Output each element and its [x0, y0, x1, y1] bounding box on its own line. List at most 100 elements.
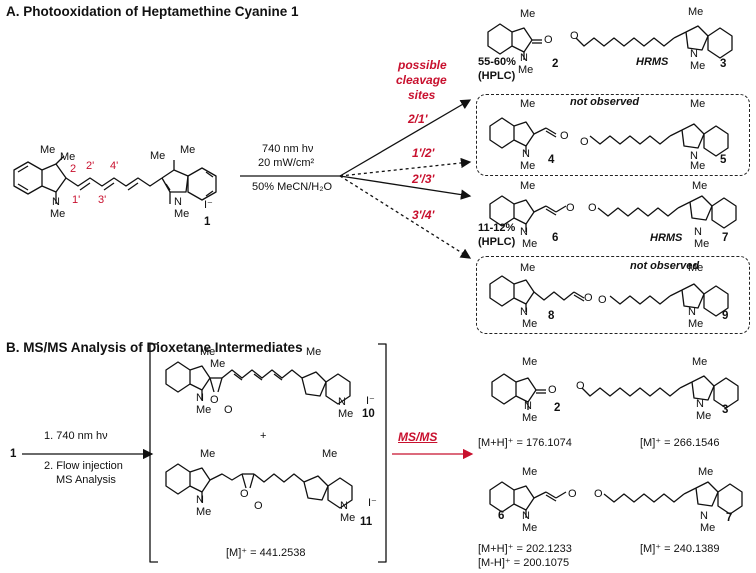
site-label: 2'/3': [412, 172, 435, 186]
compound-label-7: 7: [722, 232, 729, 244]
compound-label-3: 3: [722, 404, 729, 416]
me-label: Me: [340, 512, 356, 524]
n-plus-label: N: [174, 196, 182, 208]
mass-label: [M+H]⁺ = 202.1233: [478, 543, 572, 555]
product-6-structure: [489, 481, 567, 518]
not-observed-box-2: [476, 256, 750, 334]
site-label: 1'/2': [412, 146, 435, 160]
o-label: O: [570, 30, 579, 42]
me-label: Me: [150, 150, 166, 162]
o-label: O: [598, 294, 607, 306]
step-label: MS Analysis: [56, 474, 116, 486]
intermediate-mass: [M]⁺ = 441.2538: [226, 547, 306, 559]
mass-label: [M+H]⁺ = 176.1074: [478, 437, 572, 449]
compound-label-2: 2: [554, 402, 561, 414]
site-label: 2/1': [408, 112, 428, 126]
o-label: O: [210, 394, 219, 406]
product-2-structure: [487, 23, 542, 60]
n-plus-label: N: [340, 500, 348, 512]
possible-label: possible: [398, 58, 447, 72]
reaction-arrow-b: [22, 448, 154, 460]
iodide-label: I⁻: [204, 199, 213, 211]
compound-label-4: 4: [548, 154, 555, 166]
me-label: Me: [520, 262, 536, 274]
me-label: Me: [174, 208, 190, 220]
me-label: Me: [688, 6, 704, 18]
n-label: N: [196, 494, 204, 506]
compound-label-11: 11: [360, 516, 373, 528]
yield-label: (HPLC): [478, 70, 516, 82]
compound-label-5: 5: [720, 154, 727, 166]
product-7-structure: [597, 195, 737, 229]
position-label: 1': [72, 194, 81, 206]
me-label: Me: [520, 8, 536, 20]
me-label: Me: [520, 180, 536, 192]
product-4-structure: [489, 117, 557, 154]
me-label: Me: [196, 404, 212, 416]
section-a-title: A. Photooxidation of Heptamethine Cyanin…: [6, 4, 299, 19]
me-label: Me: [700, 522, 716, 534]
o-label: O: [240, 488, 249, 500]
position-label: 2: [70, 163, 77, 175]
me-label: Me: [40, 144, 56, 156]
hrms-label: HRMS: [650, 232, 683, 244]
me-label: Me: [306, 346, 322, 358]
n-label: N: [196, 392, 204, 404]
me-label: Me: [196, 506, 212, 518]
o-label: O: [544, 34, 553, 46]
me-label: Me: [50, 208, 66, 220]
not-observed-label: not observed: [630, 260, 700, 272]
yield-label: (HPLC): [478, 236, 516, 248]
o-label: O: [576, 380, 585, 392]
o-label: O: [224, 404, 233, 416]
o-label: O: [568, 488, 577, 500]
o-label: O: [560, 130, 569, 142]
n-label: N: [690, 150, 698, 162]
product-3-structure: [575, 25, 733, 59]
me-label: Me: [688, 318, 704, 330]
position-label: 3': [98, 194, 107, 206]
intermediate-brackets: [149, 343, 387, 563]
me-label: Me: [338, 408, 354, 420]
me-label: Me: [520, 160, 536, 172]
product-5-structure: [589, 123, 729, 157]
me-label: Me: [522, 466, 538, 478]
msms-arrow: [392, 448, 474, 460]
n-label: N: [688, 306, 696, 318]
o-label: O: [548, 384, 557, 396]
compound-label-3: 3: [720, 58, 727, 70]
me-label: Me: [520, 98, 536, 110]
me-label: Me: [322, 448, 338, 460]
product-2-structure: [491, 373, 546, 410]
condition-line: 20 mW/cm²: [258, 157, 315, 169]
mass-label: [M]⁺ = 240.1389: [640, 543, 720, 555]
o-label: O: [584, 292, 593, 304]
hrms-label: HRMS: [636, 56, 669, 68]
n-label: N: [520, 226, 528, 238]
me-label: Me: [522, 238, 538, 250]
yield-label: 55-60%: [478, 56, 516, 68]
n-plus-label: N: [696, 398, 704, 410]
product-9-structure: [609, 283, 729, 317]
me-label: Me: [688, 262, 704, 274]
position-label: 2': [86, 160, 95, 172]
me-label: Me: [692, 180, 708, 192]
n-plus-label: N: [338, 396, 346, 408]
me-label: Me: [522, 318, 538, 330]
n-label: N: [52, 196, 60, 208]
me-label: Me: [200, 448, 216, 460]
step-label: 2. Flow injection: [44, 460, 123, 472]
me-label: Me: [690, 60, 706, 72]
mass-label: [M]⁺ = 266.1546: [640, 437, 720, 449]
yield-label: 11-12%: [478, 222, 516, 234]
compound-label-8: 8: [548, 310, 555, 322]
o-label: O: [594, 488, 603, 500]
me-label: Me: [522, 522, 538, 534]
me-label: Me: [694, 238, 710, 250]
o-label: O: [588, 202, 597, 214]
n-plus-label: N: [520, 306, 528, 318]
me-label: Me: [522, 412, 538, 424]
o-label: O: [580, 136, 589, 148]
o-label: O: [566, 202, 575, 214]
